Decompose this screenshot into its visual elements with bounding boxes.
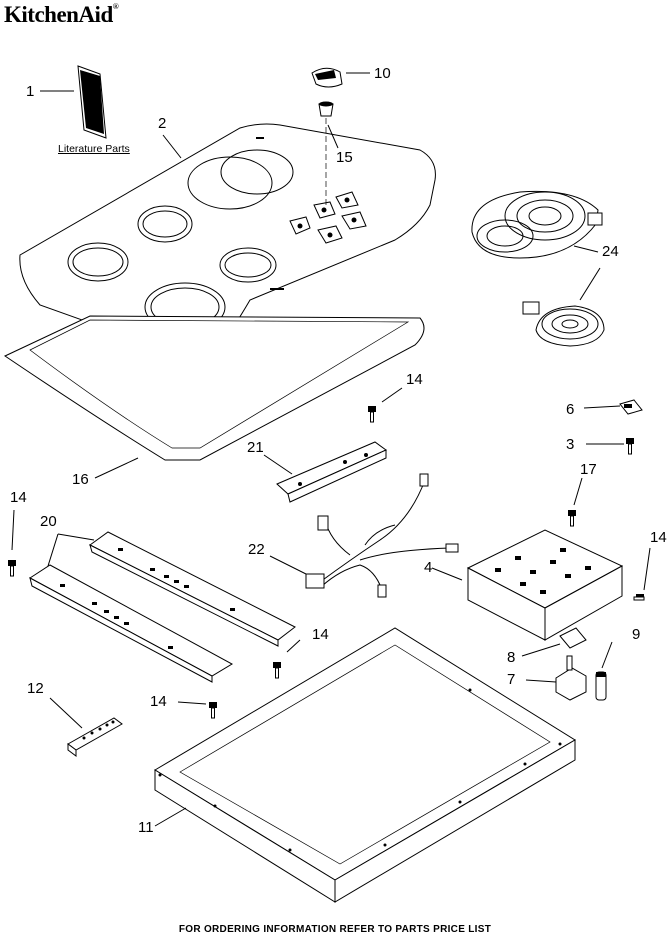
screws xyxy=(8,406,645,719)
leader-lines xyxy=(11,72,651,827)
terminal-block xyxy=(67,717,123,757)
callout-16: 16 xyxy=(72,471,89,488)
callout-11: 11 xyxy=(138,819,154,836)
callout-7: 7 xyxy=(507,671,516,688)
mounting-plate xyxy=(559,627,587,649)
fuse-9 xyxy=(595,671,607,701)
callout-9: 9 xyxy=(632,626,641,643)
callout-3: 3 xyxy=(566,436,575,453)
callout-8: 8 xyxy=(507,649,516,666)
switch-7 xyxy=(555,655,587,701)
chassis-pan xyxy=(154,627,576,903)
callout-12: 12 xyxy=(27,680,44,697)
callout-14: 14 xyxy=(312,626,329,643)
brand-registered-mark: ® xyxy=(112,2,119,11)
callout-4: 4 xyxy=(424,559,433,576)
callout-14: 14 xyxy=(650,529,667,546)
callout-1: 1 xyxy=(26,83,35,100)
callout-24: 24 xyxy=(602,243,619,260)
callout-10: 10 xyxy=(374,65,391,82)
callout-21: 21 xyxy=(247,439,264,456)
literature-booklet xyxy=(77,65,107,139)
callout-6: 6 xyxy=(566,401,575,418)
bracket-21 xyxy=(276,441,387,503)
callout-17: 17 xyxy=(580,461,597,478)
gasket xyxy=(3,315,425,461)
callout-14: 14 xyxy=(406,371,423,388)
footer-note: FOR ORDERING INFORMATION REFER TO PARTS … xyxy=(178,924,492,935)
callout-20: 20 xyxy=(40,513,57,530)
wire-harness xyxy=(305,473,459,598)
burner-supports xyxy=(29,531,296,683)
brand-logo: KitchenAid® xyxy=(4,2,119,28)
knob xyxy=(311,67,343,88)
clip-6 xyxy=(619,399,643,415)
switch-box xyxy=(466,529,624,641)
knob-bezel xyxy=(318,101,334,117)
callout-14: 14 xyxy=(10,489,27,506)
radiant-elements xyxy=(471,190,605,347)
callout-15: 15 xyxy=(336,149,353,166)
glass-cooktop xyxy=(19,123,436,363)
brand-logo-text: KitchenAid xyxy=(4,2,113,27)
callout-2: 2 xyxy=(158,115,167,132)
callout-14: 14 xyxy=(150,693,167,710)
literature-parts-label: Literature Parts xyxy=(58,143,130,155)
callout-22: 22 xyxy=(248,541,265,558)
